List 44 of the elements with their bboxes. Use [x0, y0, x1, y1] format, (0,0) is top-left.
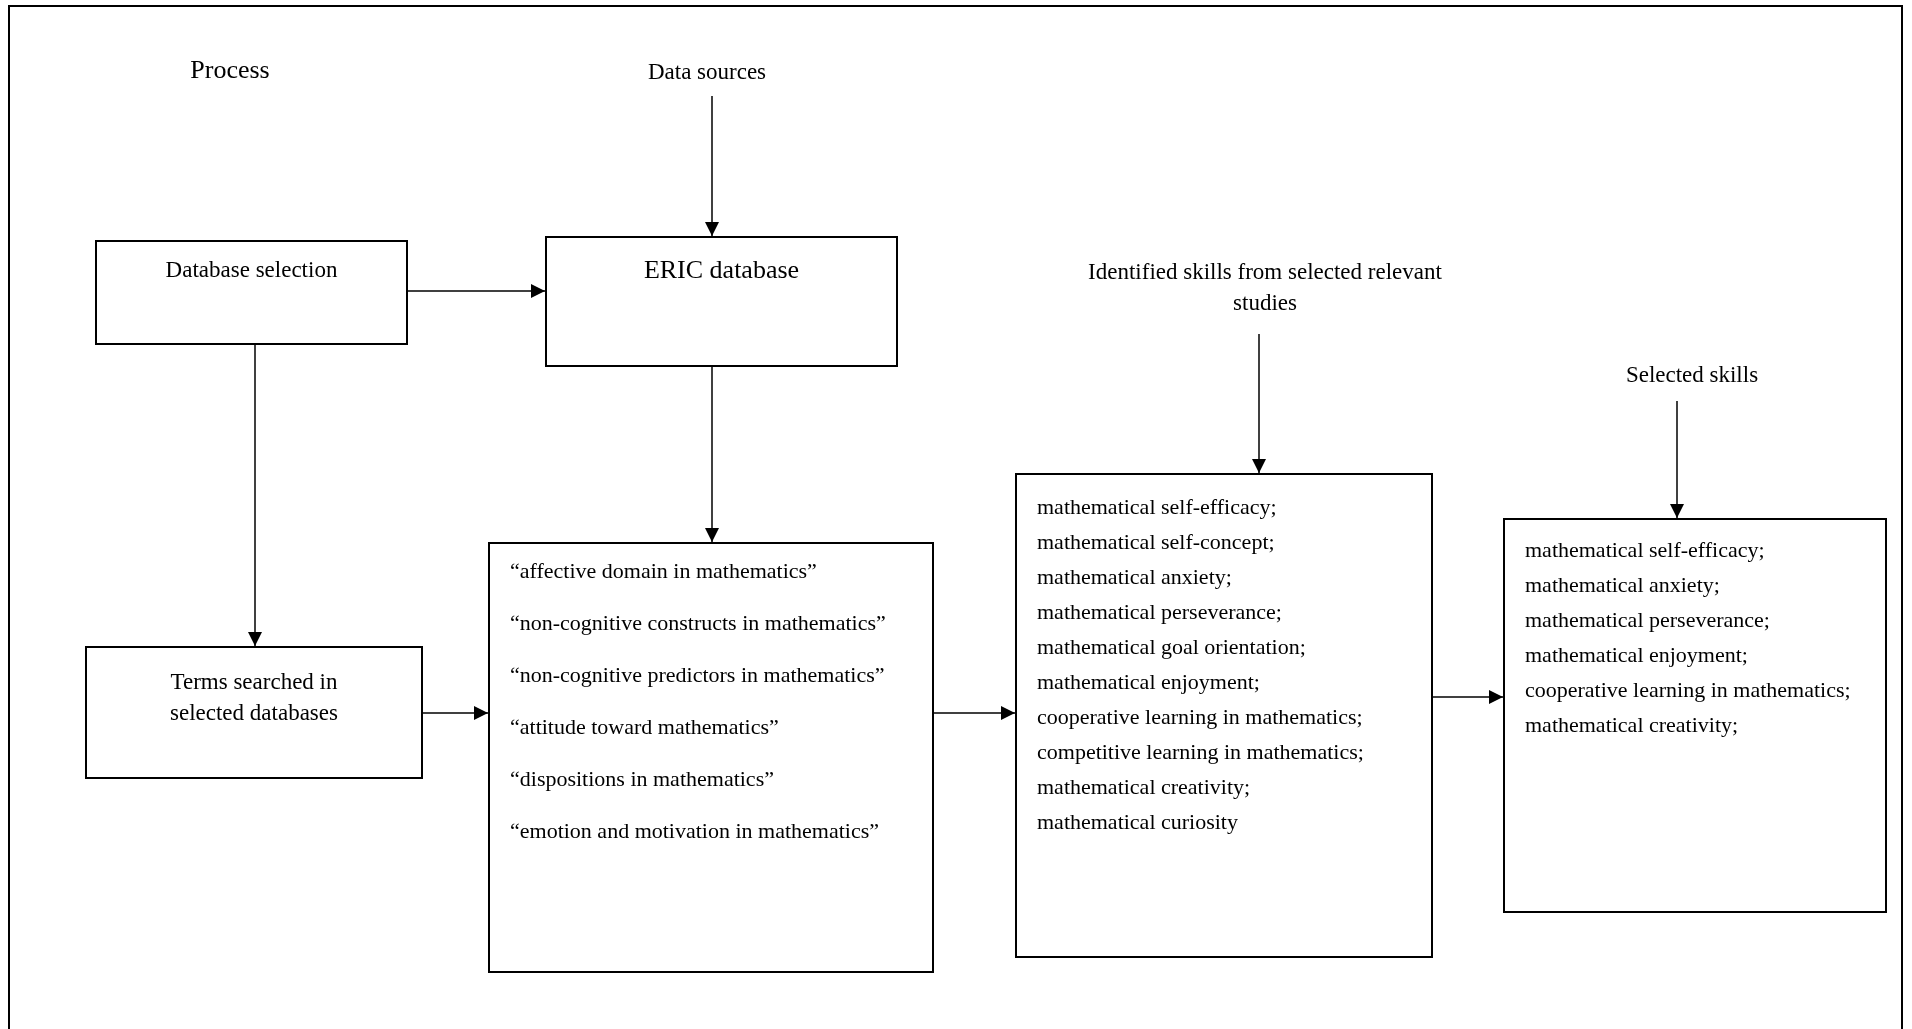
column-heading: Identified skills from selected relevant studies — [1087, 258, 1443, 318]
arrow — [705, 95, 719, 237]
box-text: “dispositions in mathematics” — [510, 765, 775, 793]
box-text: cooperative learning in mathematics; — [1525, 676, 1852, 704]
box-text: “attitude toward mathematics” — [510, 713, 780, 741]
process-box — [95, 240, 408, 345]
arrow — [407, 284, 546, 298]
arrow — [1670, 400, 1684, 519]
box-text: mathematical goal orientation; — [1037, 633, 1307, 661]
box-text: mathematical self-concept; — [1037, 528, 1276, 556]
box-text: mathematical anxiety; — [1525, 571, 1721, 599]
box-text: mathematical creativity; — [1525, 711, 1740, 739]
arrow — [422, 706, 489, 720]
box-text: mathematical anxiety; — [1037, 563, 1233, 591]
arrow — [705, 366, 719, 543]
skills-list-box — [1503, 518, 1887, 913]
box-text: mathematical perseverance; — [1525, 606, 1771, 634]
column-heading: Data sources — [646, 58, 768, 86]
arrow — [248, 344, 262, 647]
box-text: “non-cognitive constructs in mathematics” — [510, 609, 887, 637]
box-text: mathematical self-efficacy; — [1525, 536, 1766, 564]
box-text: competitive learning in mathematics; — [1037, 738, 1365, 766]
arrow — [1252, 333, 1266, 474]
box-text: Database selection — [164, 256, 339, 284]
process-box — [85, 646, 423, 779]
column-heading: Process — [189, 54, 271, 86]
box-text: ERIC database — [642, 254, 801, 286]
box-text: mathematical self-efficacy; — [1037, 493, 1278, 521]
arrow — [1432, 690, 1504, 704]
box-text: mathematical curiosity — [1037, 808, 1239, 836]
box-text: cooperative learning in mathematics; — [1037, 703, 1364, 731]
arrow — [933, 706, 1016, 720]
box-text: “non-cognitive predictors in mathematics” — [510, 661, 886, 689]
box-text: mathematical enjoyment; — [1525, 641, 1749, 669]
search-terms-box — [488, 542, 934, 973]
box-text: “affective domain in mathematics” — [510, 557, 818, 585]
box-text: mathematical perseverance; — [1037, 598, 1283, 626]
box-text: “emotion and motivation in mathematics” — [510, 817, 880, 845]
skills-list-box — [1015, 473, 1433, 958]
column-heading: Selected skills — [1624, 361, 1760, 389]
box-text: mathematical creativity; — [1037, 773, 1252, 801]
box-text: Terms searched in selected databases — [169, 668, 339, 728]
database-box — [545, 236, 898, 367]
box-text: mathematical enjoyment; — [1037, 668, 1261, 696]
